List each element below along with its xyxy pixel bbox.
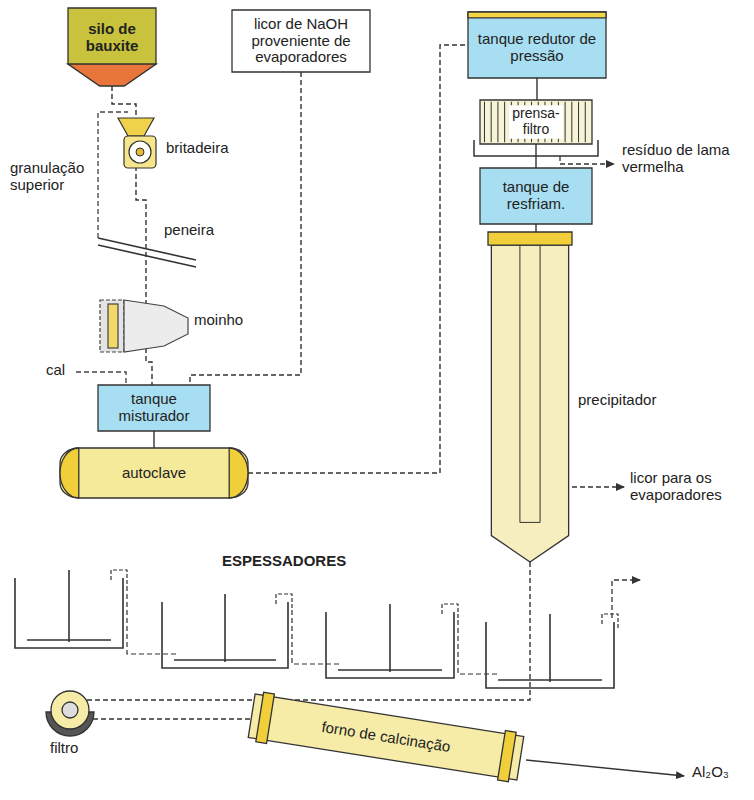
- node-label: licor de NaOH proveniente de evaporadore…: [240, 16, 362, 66]
- node-label: tanque redutor de pressão: [476, 31, 598, 65]
- part-label: cal: [46, 362, 65, 379]
- thickener-group: [15, 570, 618, 688]
- reducer-tank: tanque redutor de pressão: [468, 12, 606, 78]
- calcination-kiln: forno de calcinação: [248, 691, 524, 783]
- silo-box: silo de bauxite: [68, 8, 156, 86]
- overflow-arrow: [612, 580, 640, 618]
- part-label: licor para os evaporadores: [630, 470, 748, 504]
- part-label: moinho: [194, 312, 243, 329]
- part-label: resíduo de lama vermelha: [622, 142, 734, 176]
- residue-arrow: [560, 156, 614, 164]
- mill-symbol: [100, 300, 188, 352]
- node-label: autoclave: [122, 465, 186, 482]
- feed-box: licor de NaOH proveniente de evaporadore…: [232, 10, 370, 72]
- return-line: [98, 112, 128, 238]
- flow-line: [153, 431, 154, 448]
- node-label: prensa-filtro: [508, 106, 564, 137]
- press-filter: prensa-filtro: [480, 100, 592, 144]
- product-arrow: [526, 760, 684, 776]
- cooling-tank: tanque de resfriam.: [480, 168, 592, 224]
- part-label: peneira: [164, 222, 214, 239]
- flow-line: [535, 224, 536, 232]
- flow-line: [70, 562, 530, 719]
- node-label: silo de bauxite: [76, 21, 148, 55]
- part-label: britadeira: [166, 140, 229, 157]
- screen-symbol: [98, 238, 196, 267]
- node-label: precipitador: [578, 392, 656, 409]
- part-label: filtro: [50, 740, 78, 757]
- filter-drum: [46, 691, 94, 736]
- crusher-symbol: [118, 118, 156, 168]
- lime-line: [76, 372, 126, 385]
- mixer-tank: tanque misturador: [98, 385, 210, 431]
- autoclave-vessel: autoclave: [60, 448, 248, 498]
- part-label: ESPESSADORES: [222, 553, 346, 570]
- flow-line: [248, 45, 468, 473]
- liquor-arrow: [572, 486, 624, 487]
- node-label: tanque misturador: [106, 391, 202, 425]
- part-label: Al₂O₃: [692, 764, 729, 781]
- shape-outline: [488, 232, 572, 562]
- part-label: granulação superior: [10, 160, 94, 194]
- node-label: tanque de resfriam.: [488, 179, 584, 213]
- flow-line: [536, 78, 537, 100]
- precipitator-vessel: precipitador: [488, 232, 572, 562]
